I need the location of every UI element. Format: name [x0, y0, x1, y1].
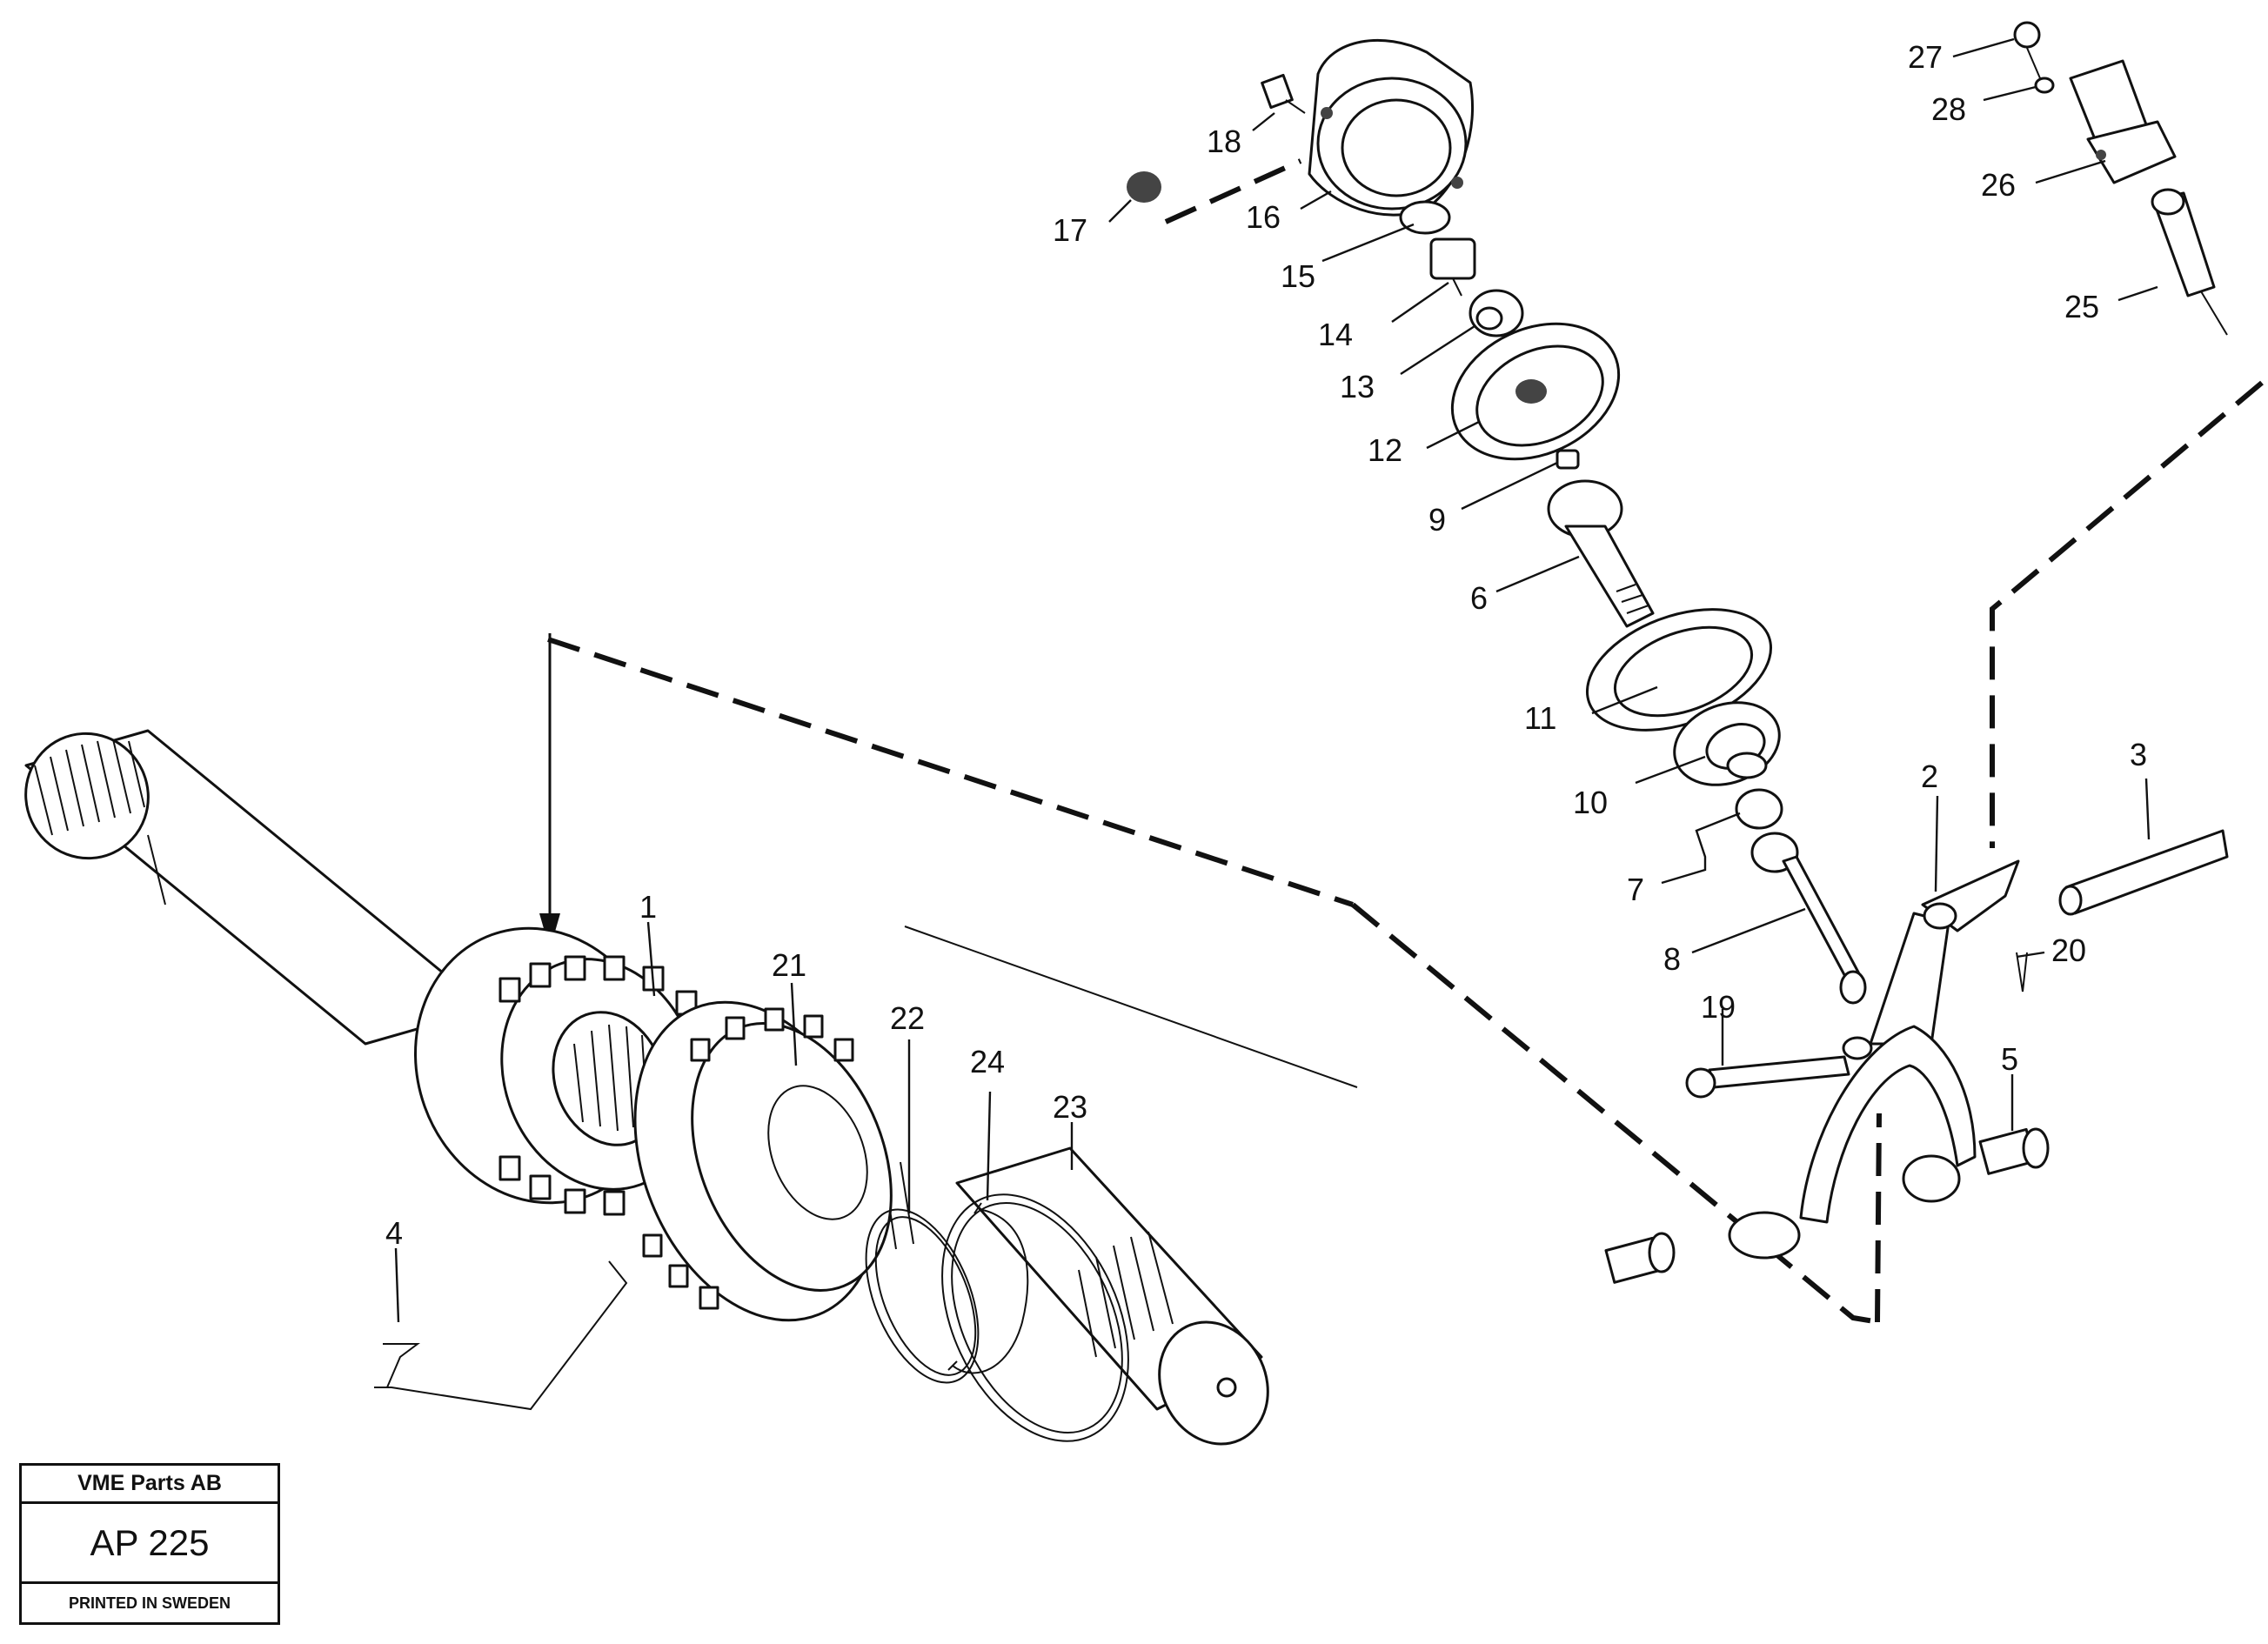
callout-28: 28 [1931, 91, 1966, 127]
part-10-bushing [1673, 701, 1781, 786]
part-11-housing-ring [1585, 608, 1773, 732]
part-26-bracket [2069, 59, 2177, 184]
main-shaft [24, 729, 1269, 1446]
callout-7: 7 [1627, 872, 1644, 907]
callout-22: 22 [890, 1000, 925, 1036]
callout-12: 12 [1368, 432, 1402, 468]
assembly-dashed-lines [539, 158, 2264, 1325]
callout-9: 9 [1428, 502, 1446, 538]
callout-leaders [394, 37, 2158, 1323]
part-6-piston-rod [1547, 479, 1655, 628]
callout-numbers: 1 2 3 4 5 6 7 8 9 10 11 12 13 14 15 16 1… [385, 39, 2147, 1251]
part-8-rod [1782, 855, 1867, 1005]
part-3-pin [2058, 829, 2229, 916]
callout-21: 21 [772, 947, 806, 983]
callout-20: 20 [2051, 932, 2086, 968]
callout-27: 27 [1908, 39, 1943, 75]
part-16-cover [1308, 38, 1474, 217]
callout-24: 24 [970, 1044, 1005, 1079]
callout-1: 1 [639, 889, 657, 925]
part-17-filter [1127, 171, 1161, 203]
part-2-shift-fork [1728, 859, 2020, 1260]
callout-13: 13 [1340, 369, 1375, 404]
part-20-cotter-pin [2016, 952, 2028, 992]
part-21-gear [633, 1000, 893, 1322]
part-12-diaphragm [1450, 322, 1621, 461]
drawing-number: AP 225 [22, 1504, 278, 1584]
callout-19: 19 [1701, 989, 1736, 1025]
part-15-seal [1399, 200, 1451, 235]
callout-4: 4 [385, 1215, 403, 1251]
callout-14: 14 [1318, 317, 1353, 352]
part-1-clutch-ring [414, 926, 724, 1216]
callout-23: 23 [1053, 1089, 1087, 1125]
part-5-pivot-pins [1604, 1127, 2050, 1284]
callout-2: 2 [1921, 759, 1938, 794]
printed-notice: PRINTED IN SWEDEN [68, 1594, 231, 1612]
title-block: VME Parts AB AP 225 PRINTED IN SWEDEN [19, 1463, 280, 1625]
company-name: VME Parts AB [22, 1466, 278, 1504]
callout-3: 3 [2130, 737, 2147, 772]
callout-15: 15 [1281, 258, 1315, 294]
callout-10: 10 [1573, 785, 1608, 820]
part-19-bolt [1685, 1055, 1850, 1099]
callout-25: 25 [2064, 289, 2099, 324]
part-22-snap-ring [865, 1208, 980, 1384]
part-24-circlip [947, 1202, 1029, 1374]
callout-26: 26 [1981, 167, 2016, 203]
part-23-washer [941, 1193, 1129, 1442]
part-4-wire-clip [374, 1260, 628, 1411]
callout-18: 18 [1207, 124, 1241, 159]
callout-17: 17 [1053, 212, 1087, 248]
part-27-plug [2013, 21, 2041, 79]
part-28-washer [2034, 77, 2055, 94]
part-13-washer [1469, 289, 1524, 337]
part-14-valve [1429, 237, 1476, 297]
part-25-switch [2151, 188, 2228, 336]
part-18-screw [1261, 73, 1306, 114]
callout-5: 5 [2001, 1041, 2018, 1077]
callout-11: 11 [1524, 700, 1556, 736]
part-9-nut [1555, 449, 1580, 470]
callout-16: 16 [1246, 199, 1281, 235]
callout-6: 6 [1470, 580, 1488, 616]
callout-8: 8 [1663, 941, 1681, 977]
